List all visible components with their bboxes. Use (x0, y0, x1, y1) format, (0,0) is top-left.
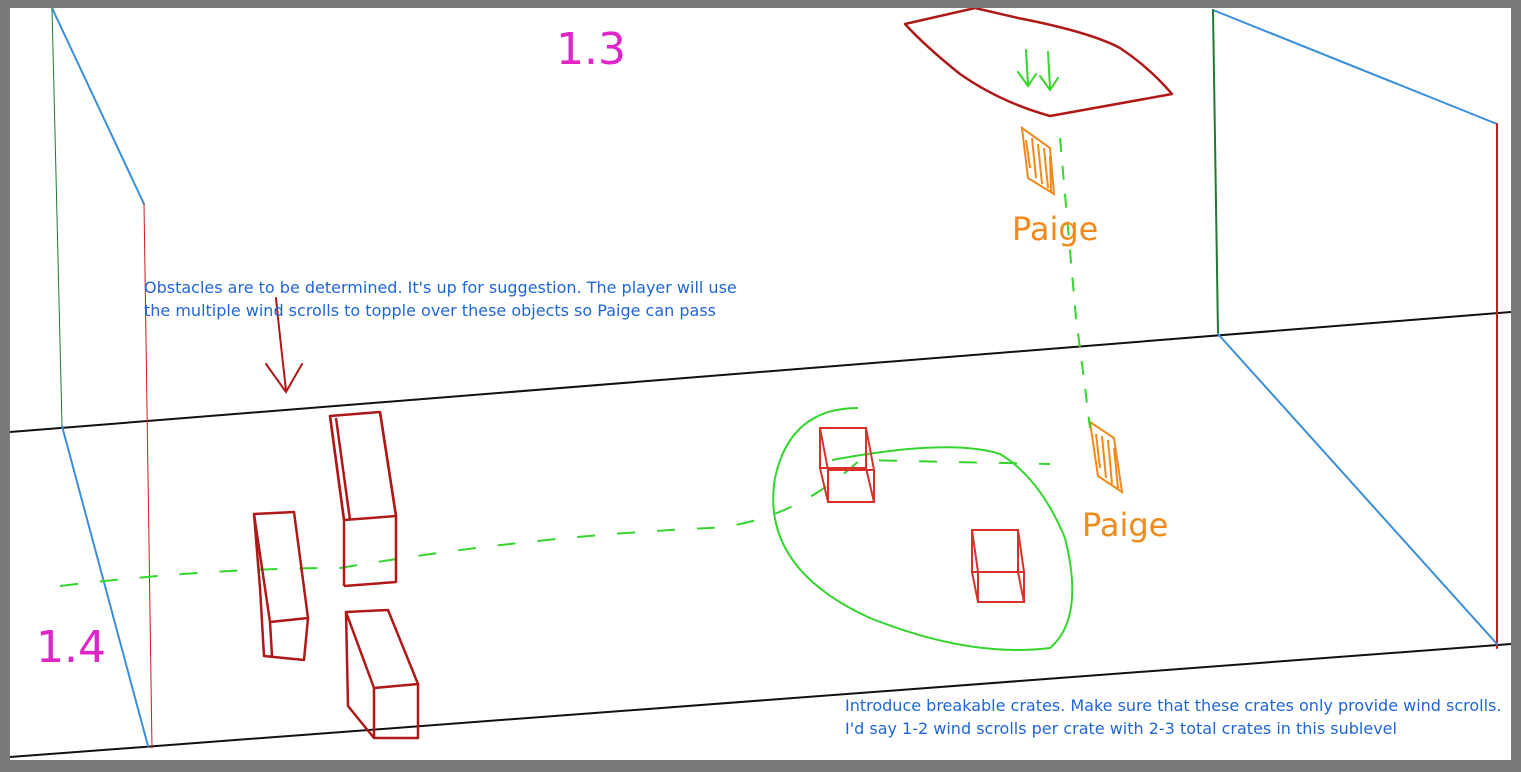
room-outline (10, 8, 1511, 758)
paige-figure-upper (1020, 125, 1056, 196)
obstacle-bottom (344, 608, 420, 740)
paige-vertical-path (1059, 137, 1091, 429)
obstacles (252, 410, 420, 740)
paige-figure-lower (1088, 419, 1124, 495)
crates-note-line1: Introduce breakable crates. Make sure th… (845, 696, 1502, 715)
floor-front-line (10, 643, 1511, 758)
level-sketch: 1.3 1.4 Paige Paige (10, 8, 1511, 758)
obstacles-note: Obstacles are to be determined. It's up … (144, 276, 737, 322)
paige-label-upper: Paige (1012, 210, 1098, 248)
obstacle-left (252, 510, 310, 662)
floor-back-line (10, 311, 1511, 433)
crates-note-line2: I'd say 1-2 wind scrolls per crate with … (845, 719, 1397, 738)
crate-2 (971, 529, 1025, 603)
section-label-lower: 1.4 (36, 622, 106, 673)
breakable-crates (819, 427, 1025, 603)
obstacle-pointer-arrow (265, 297, 303, 394)
left-floor-edge (61, 425, 149, 747)
left-wall-vertical-green (51, 8, 63, 427)
ceiling-hatch (903, 8, 1174, 118)
obstacle-tall (328, 410, 398, 588)
crate-1 (819, 427, 875, 503)
left-wall-vertical-red (143, 203, 153, 749)
crates-note: Introduce breakable crates. Make sure th… (845, 694, 1502, 740)
drop-arrows (1017, 49, 1059, 92)
right-wall-top-edge (1212, 9, 1498, 125)
paige-label-lower: Paige (1082, 506, 1168, 544)
obstacles-note-line2: the multiple wind scrolls to topple over… (144, 301, 716, 320)
paige-floor-path (59, 458, 1051, 587)
obstacles-note-line1: Obstacles are to be determined. It's up … (144, 278, 737, 297)
crate-area-loop (772, 407, 1074, 651)
right-floor-edge (1217, 333, 1498, 645)
section-label-upper: 1.3 (556, 24, 626, 75)
right-wall-vertical-green (1212, 9, 1219, 335)
sketch-canvas: 1.3 1.4 Paige Paige Obstacles are to be … (10, 8, 1511, 760)
left-wall-top-edge (51, 8, 145, 205)
